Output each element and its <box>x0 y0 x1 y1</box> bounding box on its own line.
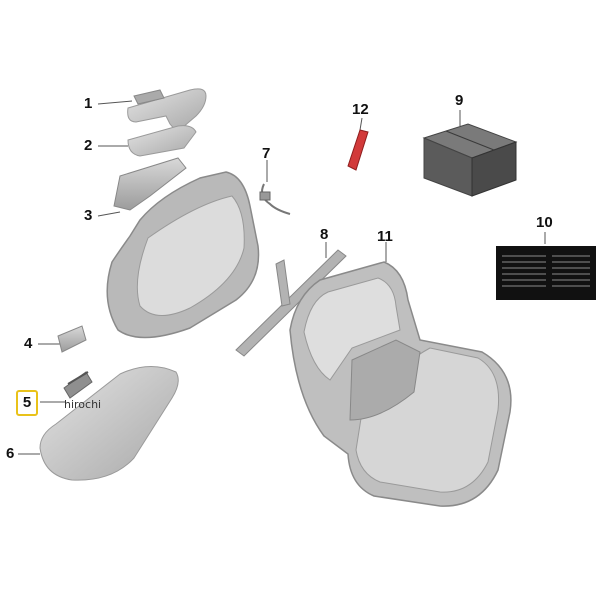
part-7-cable <box>259 183 291 215</box>
callout-7: 7 <box>262 145 271 162</box>
callout-12: 12 <box>352 101 369 118</box>
callout-5-highlighted: 5 <box>16 390 38 416</box>
callout-11: 11 <box>377 228 393 245</box>
callout-8: 8 <box>320 226 329 243</box>
part-11-case-body <box>289 261 512 507</box>
part-8-strap <box>235 249 347 357</box>
callout-6: 6 <box>6 445 15 462</box>
callout-4: 4 <box>24 335 33 352</box>
part-5-latch <box>63 371 93 399</box>
callout-2: 2 <box>84 137 93 154</box>
callout-1: 1 <box>84 95 93 112</box>
part-4-hinge <box>57 325 87 353</box>
part-6-side-cover <box>39 366 179 481</box>
part-2-handle-base <box>127 125 197 157</box>
callout-9: 9 <box>455 92 464 109</box>
part-10-label-sheet <box>496 246 596 300</box>
part-9-box <box>422 123 518 197</box>
callout-3: 3 <box>84 207 93 224</box>
part-3-lid-shell <box>106 157 260 339</box>
part-1-handle <box>127 88 207 130</box>
part-12-reflector <box>347 129 369 171</box>
watermark-text: hirochi <box>64 398 102 411</box>
leader-lines <box>18 100 546 455</box>
callout-10: 10 <box>536 214 553 231</box>
